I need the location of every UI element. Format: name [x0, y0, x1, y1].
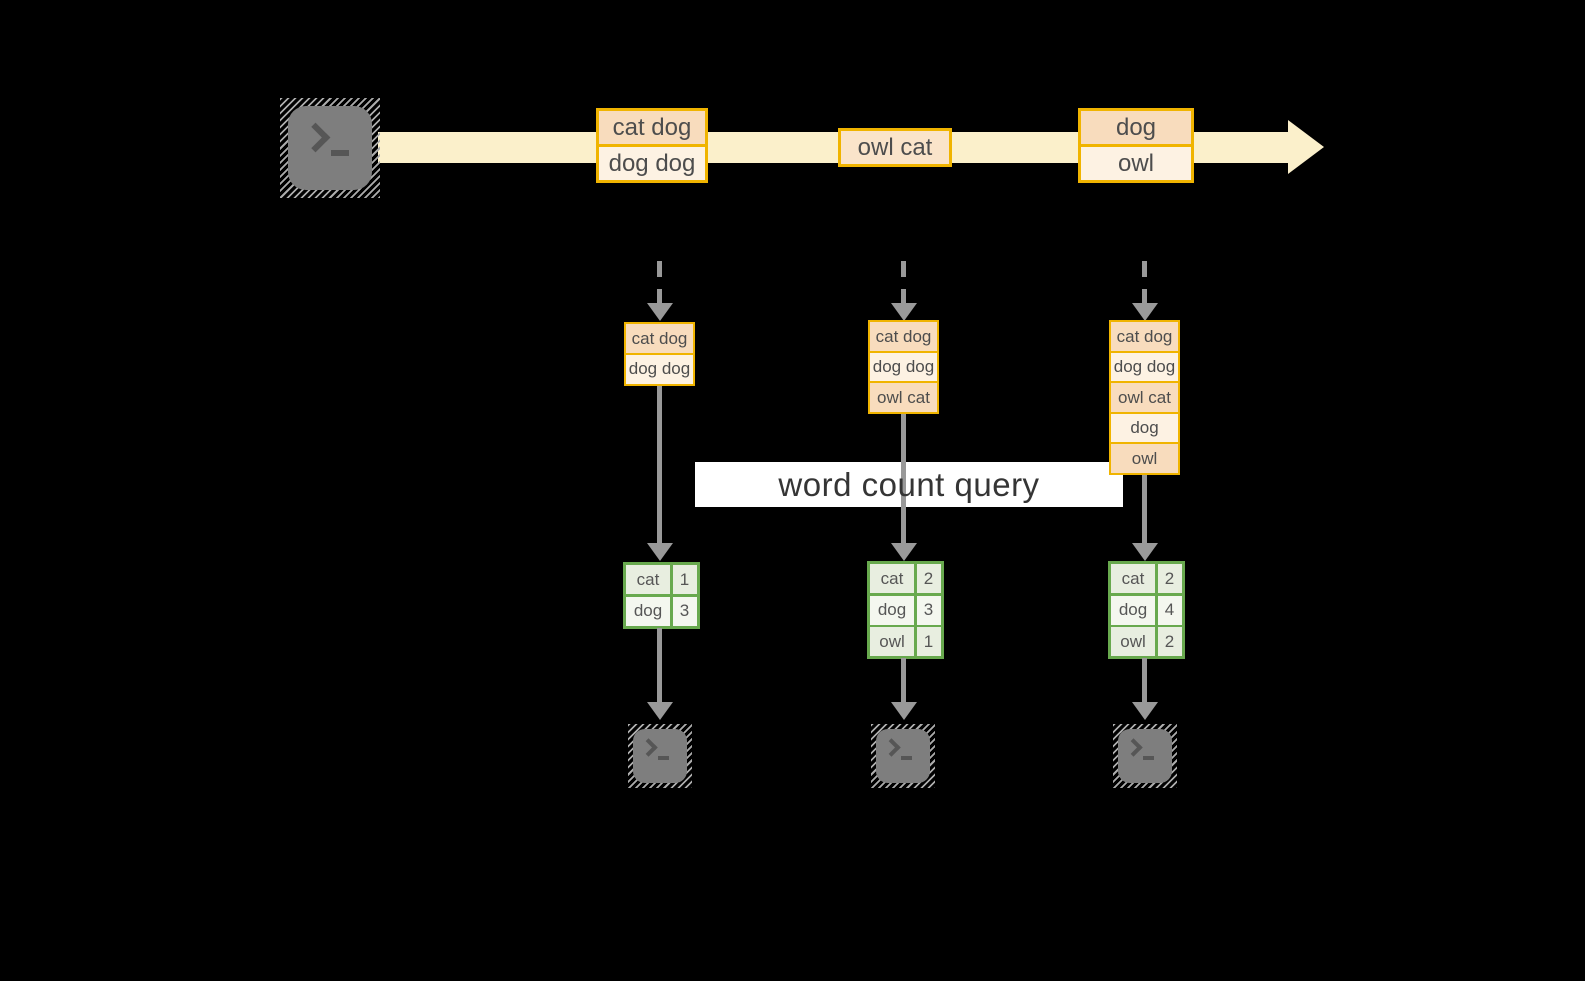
connector-line — [1142, 473, 1147, 543]
result-count: 3 — [672, 596, 697, 626]
input-row: dog dog — [624, 352, 695, 386]
dashed-arrow-line — [1142, 261, 1147, 303]
query-banner — [695, 462, 1123, 507]
result-word: cat — [1111, 564, 1155, 593]
result-count: 2 — [1157, 627, 1182, 656]
result-count: 4 — [1157, 595, 1182, 625]
stream-item: dog — [1078, 108, 1194, 147]
dashed-arrow-line — [657, 261, 662, 303]
input-table-3: cat dog dog dog owl cat dog owl — [1109, 320, 1180, 475]
input-row: dog — [1109, 411, 1180, 445]
arrowhead-icon — [891, 702, 917, 720]
input-row: cat dog — [868, 320, 939, 353]
input-row: owl cat — [868, 381, 939, 414]
result-count: 2 — [916, 564, 941, 593]
result-count: 1 — [916, 627, 941, 656]
connector-line — [1142, 658, 1147, 702]
terminal-body — [876, 729, 930, 783]
output-terminal-icon-2 — [871, 724, 935, 788]
input-row: owl — [1109, 442, 1180, 475]
arrowhead-icon — [1132, 543, 1158, 561]
output-terminal-icon-3 — [1113, 724, 1177, 788]
result-word: cat — [626, 565, 670, 594]
terminal-cursor-icon — [331, 150, 349, 156]
stream-arrowhead-icon — [1288, 120, 1324, 174]
arrowhead-icon — [891, 303, 917, 321]
connector-line — [901, 413, 906, 543]
terminal-prompt-icon — [1124, 738, 1143, 757]
connector-line — [901, 658, 906, 702]
arrowhead-icon — [647, 702, 673, 720]
arrowhead-icon — [1132, 303, 1158, 321]
arrowhead-icon — [647, 303, 673, 321]
query-banner-label: word count query — [778, 465, 1040, 503]
terminal-body — [633, 729, 687, 783]
result-table-3: cat 2 dog 4 owl 2 — [1108, 561, 1185, 659]
result-word: owl — [1111, 627, 1155, 656]
result-count: 3 — [916, 595, 941, 625]
input-row: dog dog — [1109, 350, 1180, 384]
input-table-2: cat dog dog dog owl cat — [868, 320, 939, 414]
result-word: dog — [1111, 595, 1155, 625]
terminal-cursor-icon — [658, 756, 669, 760]
result-count: 2 — [1157, 564, 1182, 593]
arrowhead-icon — [1132, 702, 1158, 720]
terminal-prompt-icon — [882, 738, 901, 757]
result-word: dog — [870, 595, 914, 625]
result-table-1: cat 1 dog 3 — [623, 562, 700, 629]
terminal-cursor-icon — [901, 756, 912, 760]
result-count: 1 — [672, 565, 697, 594]
terminal-prompt-icon — [639, 738, 658, 757]
result-word: cat — [870, 564, 914, 593]
result-word: owl — [870, 627, 914, 656]
input-row: owl cat — [1109, 381, 1180, 414]
connector-line — [657, 628, 662, 702]
stream-item: owl — [1078, 144, 1194, 183]
stream-batch-3: dog owl — [1078, 108, 1194, 183]
arrowhead-icon — [647, 543, 673, 561]
input-table-1: cat dog dog dog — [624, 322, 695, 386]
result-table-2: cat 2 dog 3 owl 1 — [867, 561, 944, 659]
output-terminal-icon-1 — [628, 724, 692, 788]
stream-batch-2: owl cat — [838, 128, 952, 167]
stream-item: owl cat — [838, 128, 952, 167]
result-word: dog — [626, 596, 670, 626]
stream-item: dog dog — [596, 144, 708, 183]
arrowhead-icon — [891, 543, 917, 561]
input-row: dog dog — [868, 350, 939, 384]
terminal-cursor-icon — [1143, 756, 1154, 760]
terminal-prompt-icon — [300, 122, 331, 153]
connector-line — [657, 383, 662, 543]
input-row: cat dog — [624, 322, 695, 355]
stream-batch-1: cat dog dog dog — [596, 108, 708, 183]
dashed-arrow-line — [901, 261, 906, 303]
input-row: cat dog — [1109, 320, 1180, 353]
stream-item: cat dog — [596, 108, 708, 147]
terminal-body — [1118, 729, 1172, 783]
terminal-body — [288, 106, 372, 190]
source-terminal-icon — [280, 98, 380, 198]
